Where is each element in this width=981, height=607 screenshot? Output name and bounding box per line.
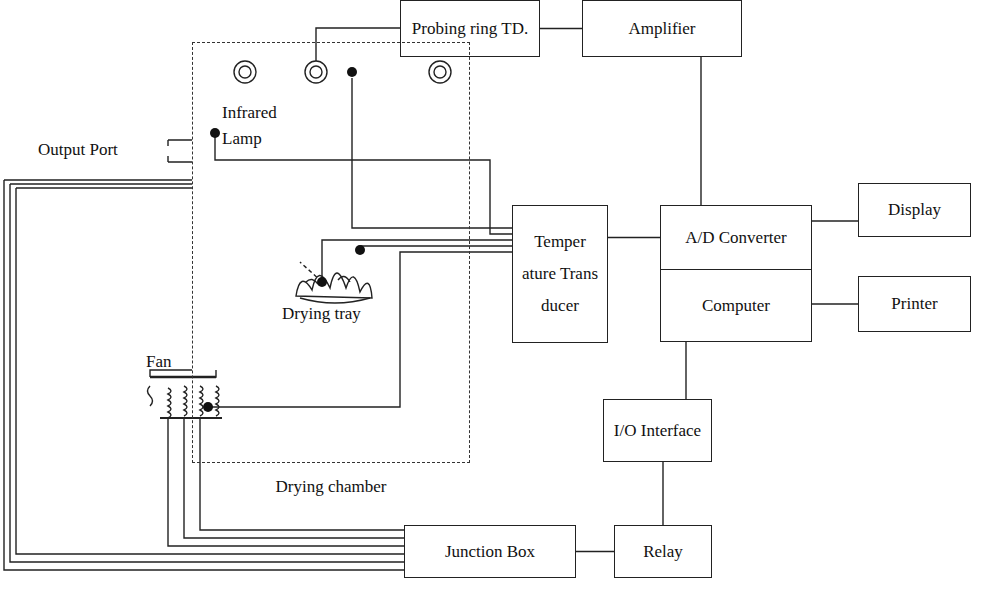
- signal-line: [701, 57, 702, 205]
- relay-box: Relay: [614, 525, 712, 578]
- fan-label: Fan: [146, 352, 172, 372]
- node-label: Temper ature Trans ducer: [521, 226, 599, 323]
- sensor-box: Probing ring TD.: [400, 0, 540, 57]
- node-label: Amplifier: [628, 18, 695, 39]
- signal-line: [540, 28, 582, 29]
- amplifier-box: Amplifier: [582, 0, 742, 57]
- display-box: Display: [858, 183, 971, 237]
- signal-line: [576, 551, 614, 552]
- signal-line: [608, 237, 660, 238]
- computer-box: Computer: [660, 269, 812, 342]
- port-label: Output Port: [38, 140, 118, 160]
- node-label: Junction Box: [445, 541, 535, 562]
- lamp-label: Infrared Lamp: [222, 100, 302, 153]
- signal-line: [812, 221, 858, 222]
- junction-box: Junction Box: [404, 525, 576, 578]
- node-label: Computer: [702, 295, 770, 316]
- transducer-box: Temper ature Trans ducer: [512, 205, 608, 343]
- node-label: I/O Interface: [614, 420, 701, 441]
- interface-box: I/O Interface: [603, 399, 712, 462]
- node-label: A/D Converter: [685, 227, 787, 248]
- node-label: Probing ring TD.: [412, 18, 528, 39]
- node-label: Printer: [891, 293, 937, 314]
- printer-box: Printer: [858, 276, 971, 332]
- node-label: Display: [888, 199, 941, 220]
- converter-box: A/D Converter: [660, 205, 812, 270]
- signal-line: [686, 342, 687, 399]
- tray-label: Drying tray: [282, 304, 361, 324]
- node-label: Drying chamber: [193, 476, 469, 497]
- signal-line: [812, 304, 858, 305]
- node-label: Relay: [643, 541, 683, 562]
- signal-line: [663, 462, 664, 525]
